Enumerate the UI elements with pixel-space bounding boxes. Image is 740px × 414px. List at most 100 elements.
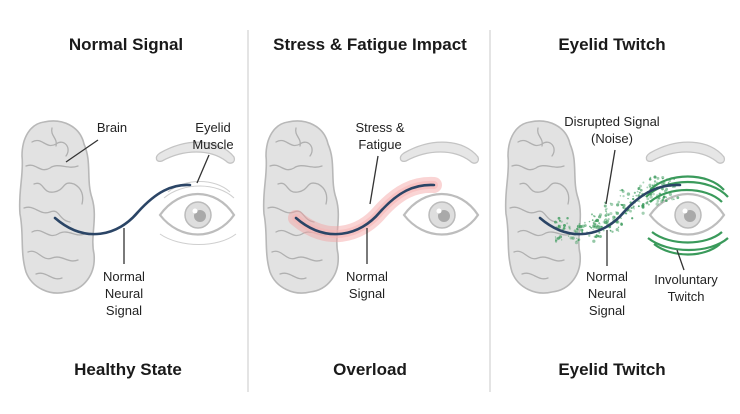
noise-speck [637,188,640,190]
noise-speck [590,226,592,229]
noise-speck [593,225,596,227]
noise-speck [647,200,649,203]
signal-label: Neural [588,286,626,301]
noise-speck [648,183,652,187]
noise-speck [557,224,561,227]
noise-speck [598,234,602,238]
noise-speck [617,200,621,204]
noise-speck [581,229,584,231]
noise-speck [641,204,644,207]
noise-speck [616,203,620,207]
noise-speck [641,211,645,215]
noise-speck [622,194,625,198]
noise-speck [568,227,570,229]
noise-speck [648,177,652,181]
noise-speck [653,184,656,187]
noise-speck [603,219,606,221]
noise-speck [562,224,566,228]
panel-eyelid-twitch: Eyelid Twitch Disrupted Signal (Noise) N… [504,35,729,379]
leader-line [369,155,379,205]
noise-speck [593,235,596,238]
stress-label: Stress & [355,120,404,135]
signal-label: Signal [589,303,625,318]
brain-label: Brain [97,120,127,135]
noise-speck [592,222,595,225]
noise-speck [592,223,597,228]
noise-speck [594,219,598,223]
noise-speck [651,184,654,187]
leader-line [196,154,210,184]
noise-speck [670,177,673,180]
noise-speck [577,239,580,242]
noise-label: Disrupted Signal [564,114,659,129]
noise-speck [593,215,596,218]
noise-speck [665,199,668,203]
noise-speck [566,222,569,225]
noise-speck [661,198,665,202]
noise-speck [596,234,600,238]
noise-speck [581,224,585,228]
noise-speck [657,196,661,200]
noise-speck [661,182,665,186]
noise-speck [655,181,659,185]
noise-speck [603,229,605,232]
noise-speck [568,225,571,229]
panel-footer: Healthy State [74,360,182,379]
eyelid-muscle-label: Muscle [192,137,233,152]
leader-line [605,149,616,205]
noise-speck [622,203,626,208]
noise-speck [658,192,662,196]
noise-speck [631,217,634,220]
noise-speck [626,192,631,196]
noise-speck [609,202,612,205]
noise-speck [560,224,562,227]
noise-speck [605,210,607,213]
noise-speck [615,211,619,215]
noise-speck [621,204,624,207]
signal-label: Signal [349,286,385,301]
noise-speck [592,239,596,243]
noise-speck [648,193,650,195]
noise-speck [607,218,610,221]
noise-speck [604,218,608,221]
noise-speck [619,189,622,192]
noise-speck [617,226,620,229]
noise-speck [607,214,610,217]
noise-speck [676,196,680,200]
noise-speck [659,182,662,184]
noise-label: (Noise) [591,131,633,146]
noise-speck [647,203,650,206]
noise-speck [604,208,607,211]
brain-icon [18,120,96,294]
noise-speck [592,221,595,224]
noise-speck [609,211,613,216]
noise-speck [637,205,640,208]
noise-speck [656,176,660,180]
noise-speck [649,176,652,179]
noise-speck [668,179,672,183]
signal-label: Normal [103,269,145,284]
noise-speck [633,208,635,210]
noise-speck [603,220,608,225]
noise-speck [639,188,643,192]
leader-line [676,249,685,271]
noise-speck [566,217,569,220]
noise-speck [656,199,660,203]
noise-speck [609,229,612,232]
noise-speck [638,184,642,188]
noise-speck [554,220,557,224]
twitch-label: Twitch [668,289,705,304]
noise-speck [603,204,607,208]
noise-speck [630,206,633,210]
noise-speck [605,212,608,214]
noise-speck [620,203,622,206]
noise-speck [588,234,591,237]
noise-speck [635,194,638,197]
noise-speck [607,213,610,216]
noise-speck [561,239,563,241]
noise-speck [575,240,578,242]
neural-signal-line [53,183,192,236]
noise-speck [567,235,570,237]
noise-speck [619,195,622,197]
